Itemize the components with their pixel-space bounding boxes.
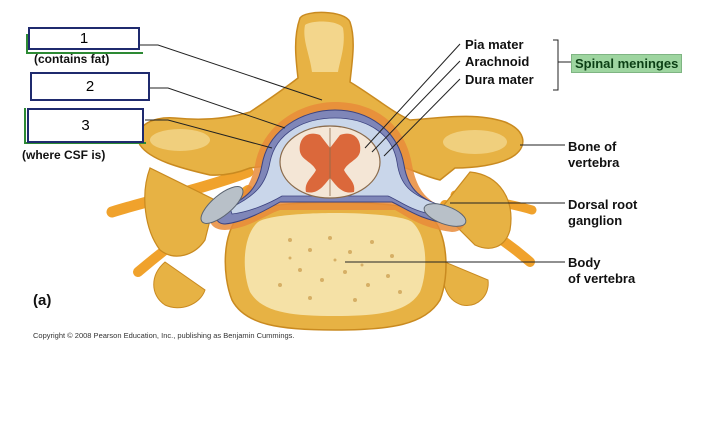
label-dura-mater: Dura mater [465, 72, 534, 87]
label-spinal-meninges: Spinal meninges [571, 54, 683, 73]
answer-box-2[interactable]: 2 [30, 72, 150, 101]
label-bone-of-vertebra-line1: Bone of [568, 139, 617, 154]
label-arachnoid: Arachnoid [465, 54, 530, 69]
copyright-notice: Copyright © 2008 Pearson Education, Inc.… [33, 331, 295, 340]
panel-label: (a) [33, 292, 52, 309]
answer-box-1-shadow [26, 34, 143, 54]
leader-lines [140, 39, 572, 263]
label-bone-of-vertebra-line2: vertebra [568, 155, 620, 170]
answer-box-3-shadow [24, 108, 146, 144]
label-body-of-vertebra-line2: of vertebra [568, 271, 636, 286]
answer-box-3[interactable]: 3 [27, 108, 144, 143]
spinal-canal [200, 102, 467, 232]
answer-box-1[interactable]: 1 [28, 27, 140, 50]
vertebral-body-shape [224, 201, 447, 331]
answer-box-1-note: (contains fat) [34, 52, 110, 66]
answer-box-3-note: (where CSF is) [22, 148, 106, 162]
label-pia-mater: Pia mater [465, 37, 524, 52]
label-body-of-vertebra-line1: Body [568, 255, 601, 270]
label-dorsal-root-ganglion-line2: ganglion [568, 213, 623, 228]
label-dorsal-root-ganglion-line1: Dorsal root [568, 197, 638, 212]
